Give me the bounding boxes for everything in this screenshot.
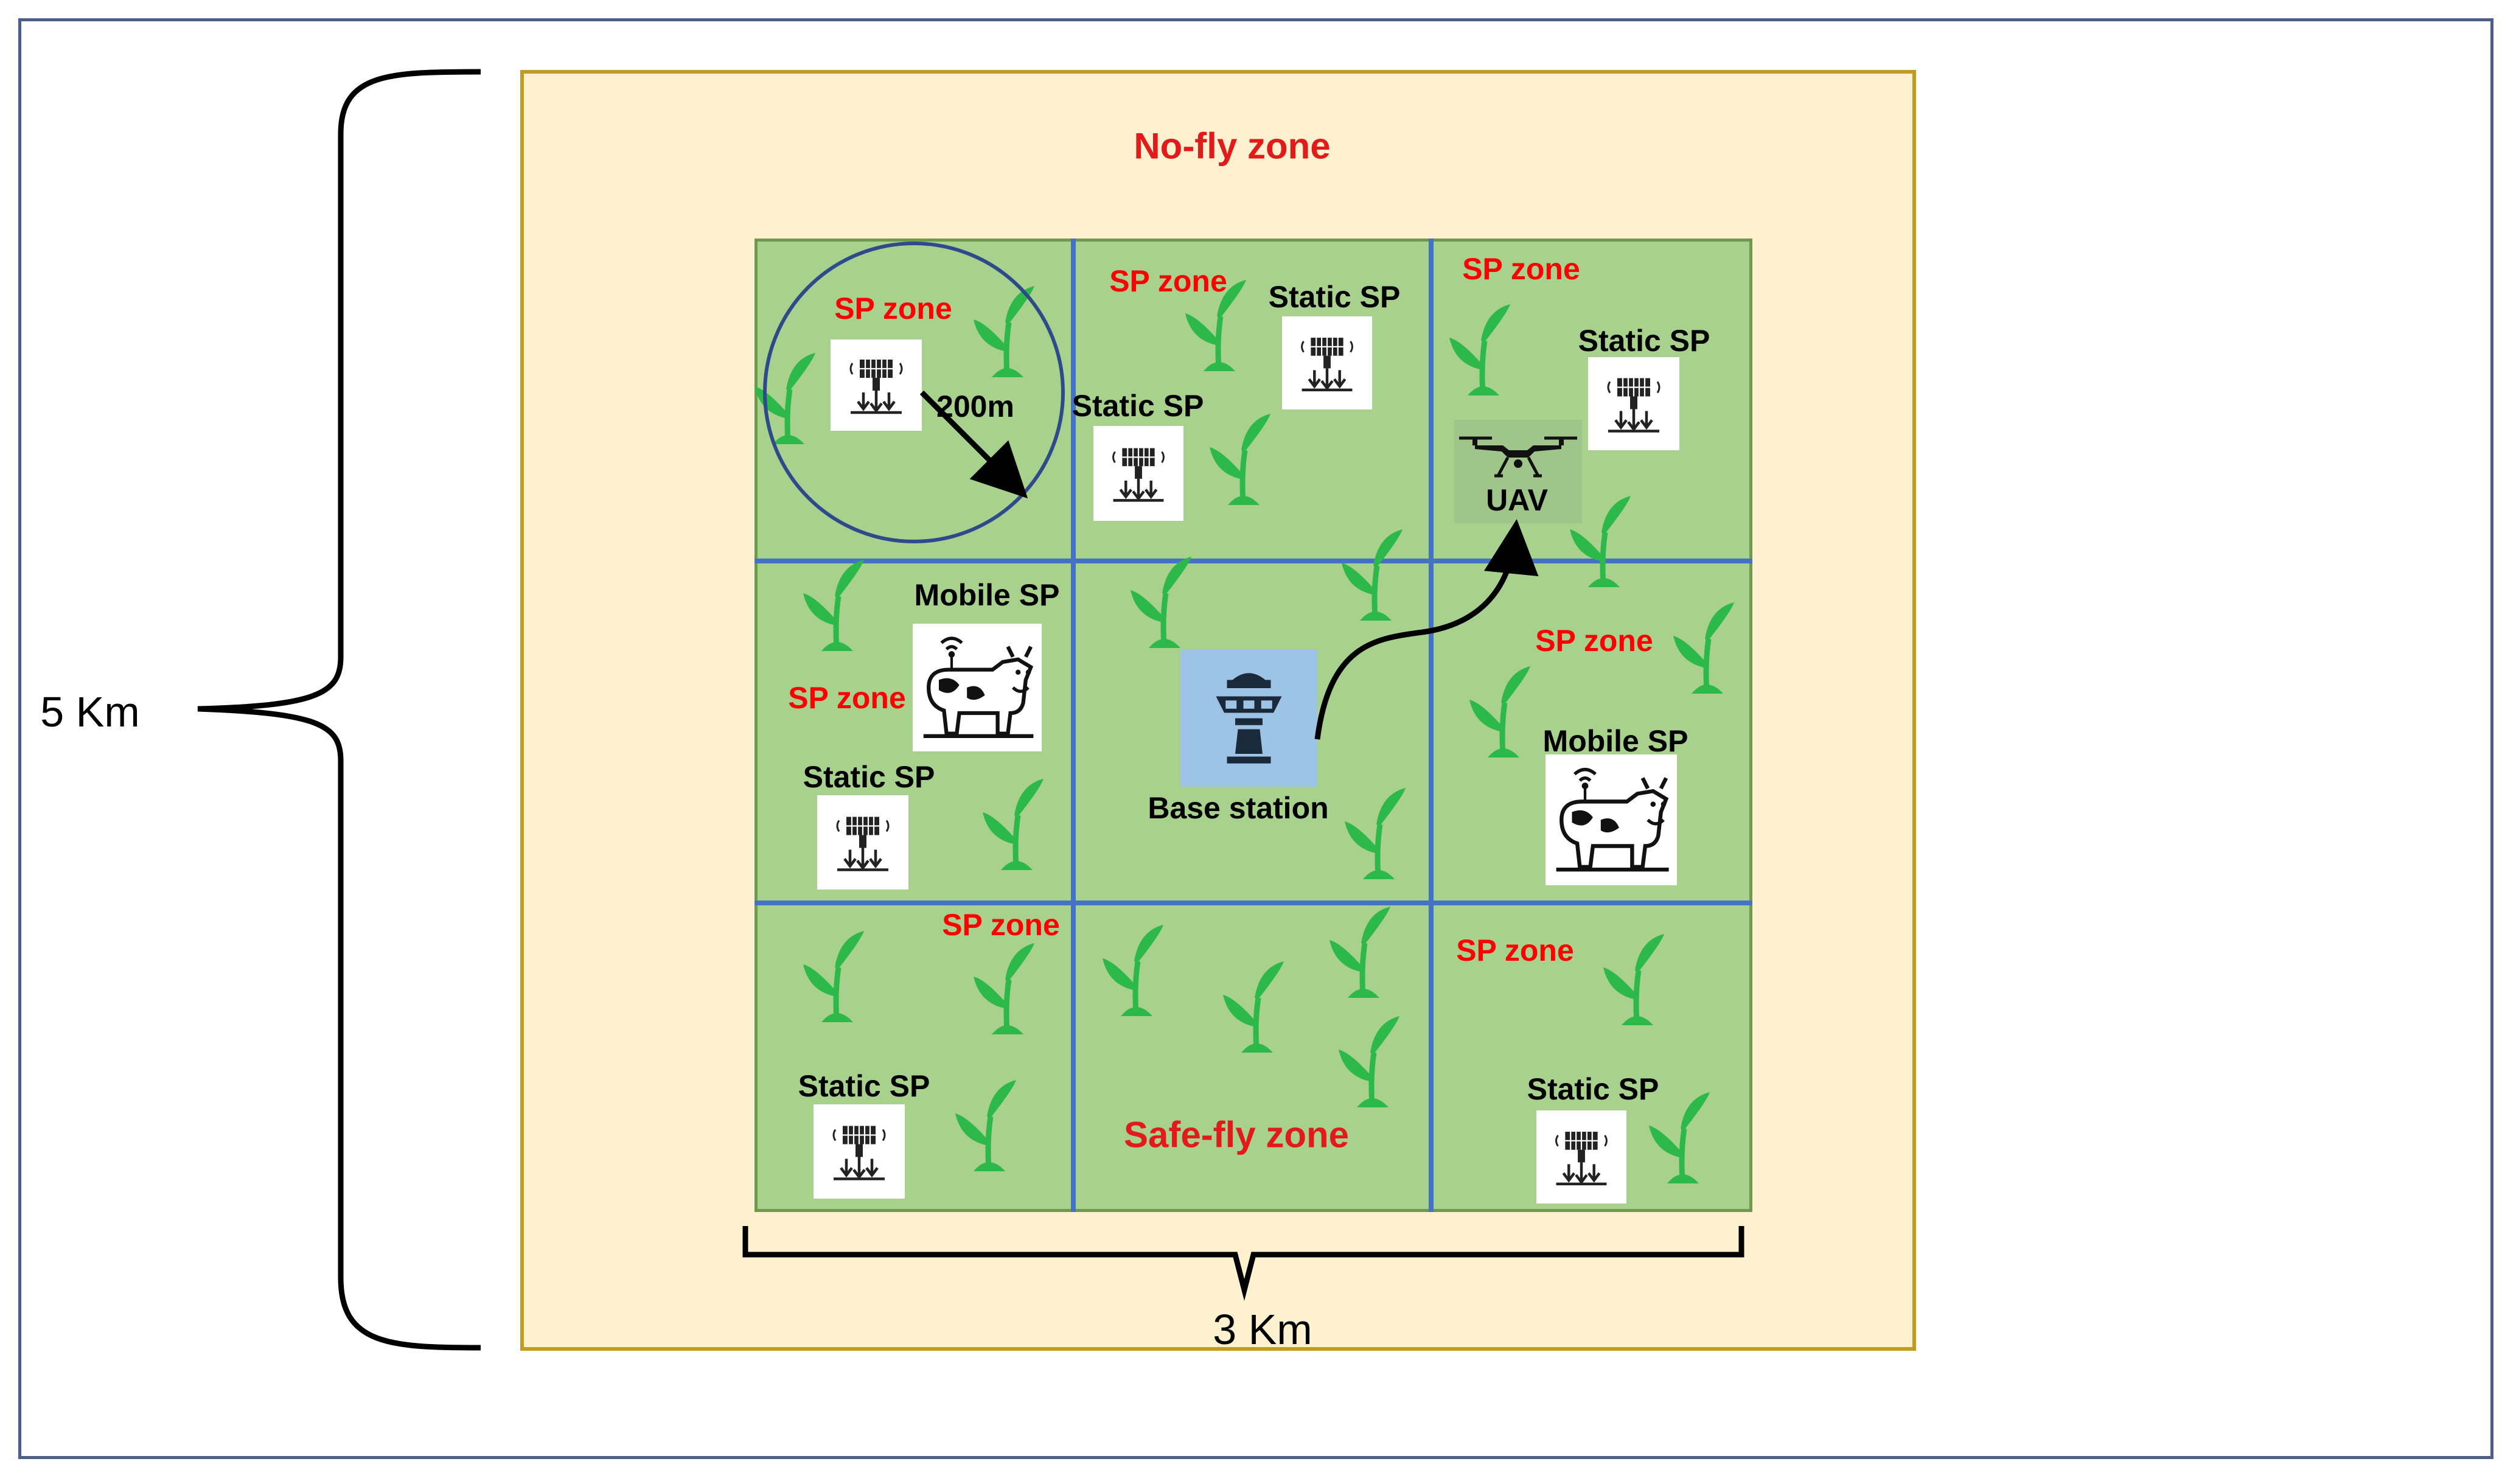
sp-zone-label: SP zone (942, 908, 1060, 942)
sp-zone-label: SP zone (788, 681, 906, 715)
static-sp-sensor (1588, 357, 1679, 450)
outer-frame (18, 18, 2493, 1459)
sp-zone-radius-circle (763, 242, 1065, 543)
static-sp-label: Static SP (1527, 1072, 1659, 1106)
static-sp-label: Static SP (798, 1069, 930, 1103)
grid-line-vertical-2 (1429, 239, 1434, 1212)
radius-arrow (919, 390, 1028, 499)
width-dimension-label: 3 Km (1213, 1306, 1312, 1353)
mobile-sp-sensor (1545, 754, 1677, 885)
no-fly-zone-label: No-fly zone (1134, 125, 1331, 167)
static-sp-sensor (814, 1104, 905, 1199)
base-to-uav-arrow (1314, 519, 1539, 740)
sp-zone-label: SP zone (1462, 252, 1580, 286)
mobile-sp-label: Mobile SP (1542, 724, 1688, 758)
uav (1454, 420, 1582, 523)
grid-line-horizontal-2 (754, 901, 1752, 905)
grid-line-horizontal-1 (754, 559, 1752, 563)
static-sp-label: Static SP (1268, 280, 1401, 314)
static-sp-sensor (831, 340, 922, 431)
drone-icon (1459, 436, 1577, 478)
mobile-sp-label: Mobile SP (914, 578, 1060, 612)
sp-zone-label: SP zone (1535, 624, 1653, 658)
sp-zone-label: SP zone (1456, 933, 1574, 967)
height-brace (197, 69, 481, 1351)
mobile-sp-sensor (913, 624, 1042, 751)
width-brace (742, 1226, 1744, 1301)
static-sp-sensor (817, 795, 908, 890)
height-dimension-label: 5 Km (40, 688, 140, 736)
radius-label: 200m (936, 389, 1014, 423)
static-sp-sensor (1282, 316, 1372, 409)
static-sp-sensor (1536, 1110, 1626, 1204)
safe-fly-zone-label: Safe-fly zone (1123, 1114, 1350, 1155)
sp-zone-label: SP zone (834, 291, 952, 326)
static-sp-label: Static SP (1072, 389, 1204, 423)
static-sp-sensor (1093, 426, 1183, 521)
control-tower-icon (1216, 673, 1282, 764)
sp-zone-label: SP zone (1109, 264, 1227, 298)
base-station-label: Base station (1148, 791, 1329, 825)
grid-line-vertical-1 (1071, 239, 1076, 1212)
static-sp-label: Static SP (1578, 324, 1710, 358)
static-sp-label: Static SP (803, 760, 935, 794)
base-station (1180, 650, 1317, 787)
uav-label: UAV (1486, 483, 1548, 517)
